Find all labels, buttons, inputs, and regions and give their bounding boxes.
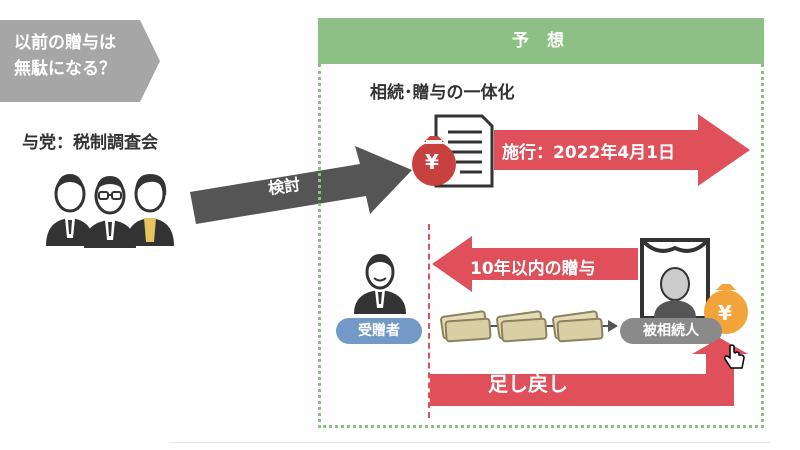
bottom-divider: [170, 442, 770, 443]
banknote-1-icon: [440, 310, 492, 343]
cutoff-dashed-line: [428, 224, 430, 418]
callout-text: 以前の贈与は 無駄になる？: [14, 30, 154, 82]
decedent-portrait-icon: ¥: [640, 238, 748, 334]
decedent-label: 被相続人: [620, 318, 722, 344]
committee-label: 与党：税制調査会: [22, 133, 158, 153]
callout-line-2: 無駄になる？: [14, 59, 116, 79]
add-back-arrow: [430, 338, 748, 406]
hand-cursor-icon: [724, 344, 745, 369]
ten-year-gift-label: 10年以内の贈与: [470, 259, 596, 279]
banknote-2-icon: [496, 310, 548, 343]
forecast-subtitle: 相続･贈与の一体化: [370, 83, 515, 103]
callout-shape: [0, 20, 160, 102]
committee-people-icon: [46, 174, 174, 248]
add-back-label: 足し戻し: [488, 372, 568, 396]
banknote-3-icon: [552, 310, 604, 343]
svg-text:¥: ¥: [718, 301, 732, 325]
effective-date-arrow: [494, 114, 750, 186]
recipient-label: 受贈者: [336, 318, 422, 344]
document-money-bag-icon: [412, 114, 494, 188]
forecast-frame: [318, 64, 764, 428]
ten-year-gift-arrow: [432, 236, 638, 292]
yen-symbol: ¥: [425, 150, 439, 174]
forecast-header: 予 想: [318, 18, 764, 64]
review-arrow-label: 検討: [267, 174, 302, 199]
recipient-person-icon: [354, 254, 406, 314]
callout-line-1: 以前の贈与は: [14, 33, 116, 53]
banknotes-chain: [440, 310, 618, 343]
review-arrow: [190, 146, 412, 224]
effective-date-label: 施行：2022年4月1日: [502, 143, 675, 163]
